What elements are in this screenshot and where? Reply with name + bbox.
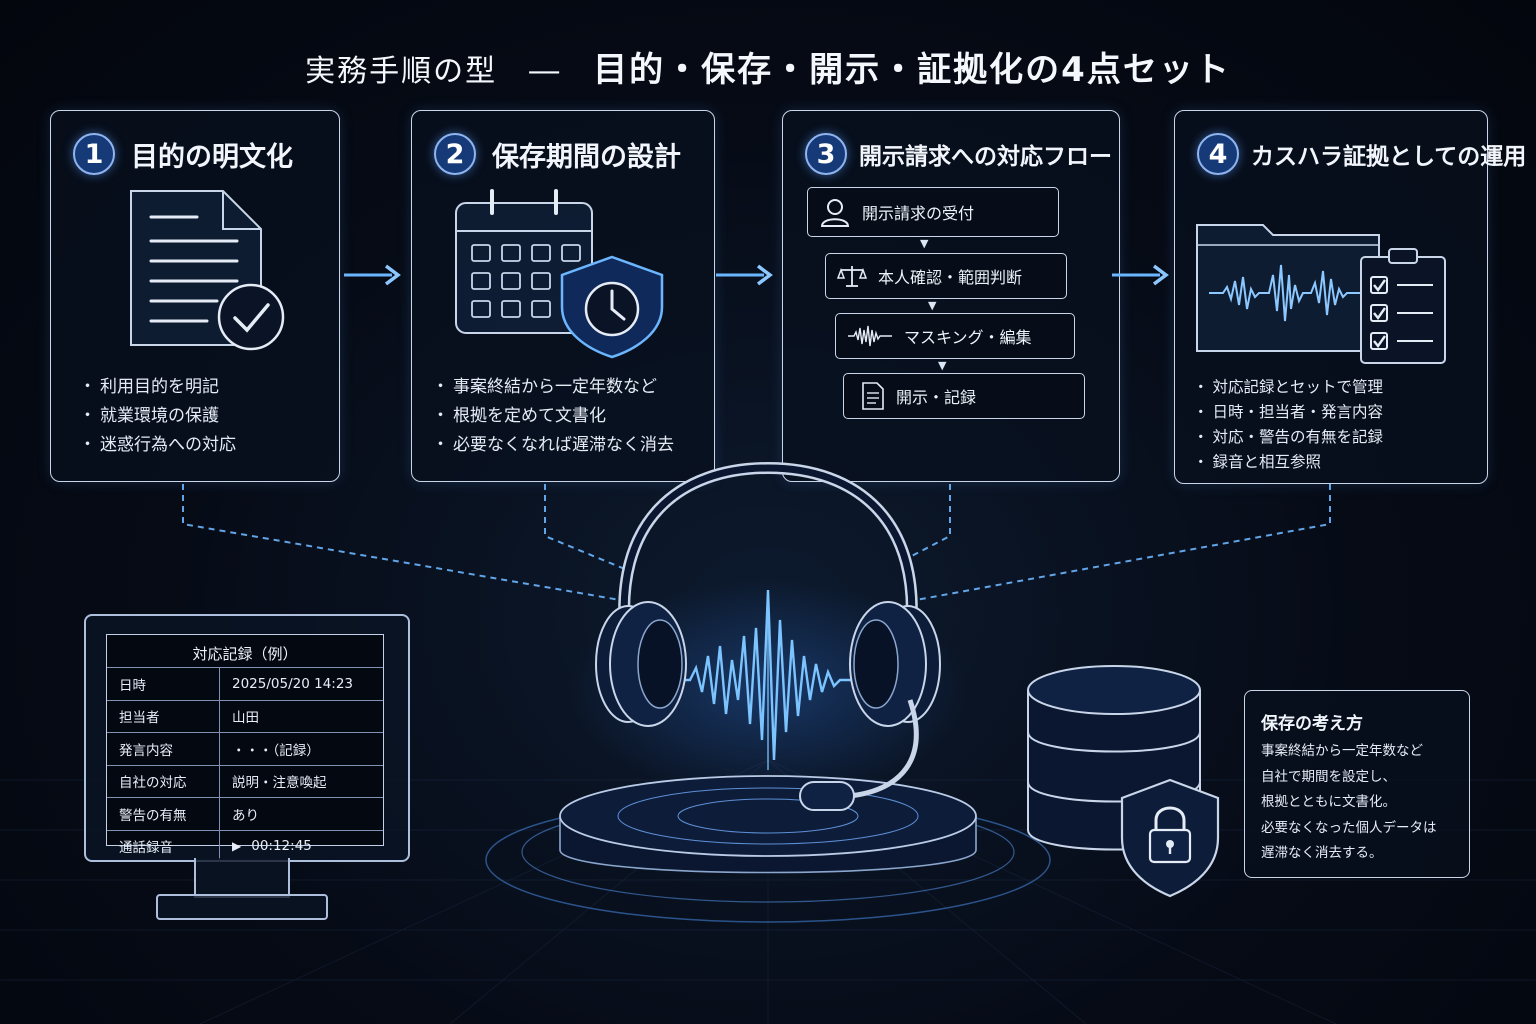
- card-purpose: 1 目的の明文化 利用目的を明記 就業環境の保護 迷惑行為への対応: [50, 110, 340, 482]
- note-line: 根拠とともに文書化。: [1261, 794, 1396, 810]
- row-value: 説明・注意喚起: [219, 764, 383, 798]
- bullet-list: 対応記録とセットで管理 日時・担当者・発言内容 対応・警告の有無を記録 録音と相…: [1193, 375, 1384, 475]
- note-line: 遅滞なく消去する。: [1261, 845, 1383, 861]
- list-item: 根拠を定めて文書化: [432, 402, 674, 431]
- flow-step: 本人確認・範囲判断: [825, 253, 1067, 299]
- card-header: 2 保存期間の設計: [434, 133, 681, 175]
- row-key: 発言内容: [107, 732, 220, 765]
- arrow-right-icon: [1112, 264, 1169, 286]
- card-header: 3 開示請求への対応フロー: [805, 133, 1112, 175]
- flow-step-label: マスキング・編集: [904, 328, 1032, 347]
- step-number-badge: 3: [805, 133, 847, 175]
- arrow-down-icon: ▼: [920, 237, 929, 250]
- flow-step-label: 本人確認・範囲判断: [878, 268, 1023, 287]
- list-item: 事案終結から一定年数など: [432, 373, 674, 402]
- monitor-stand: [194, 858, 290, 898]
- note-title: 保存の考え方: [1261, 714, 1363, 734]
- lock-shield-icon: [1120, 778, 1220, 898]
- list-item: 対応・警告の有無を記録: [1193, 425, 1384, 450]
- card-evidence-use: 4 カスハラ証拠としての運用 対応記録とセットで管理 日時・担当者・発言内容 対…: [1174, 110, 1526, 484]
- note-line: 事案終結から一定年数など: [1261, 743, 1423, 759]
- arrow-down-icon: ▼: [938, 359, 947, 372]
- calendar-shield-clock-icon: [455, 189, 664, 359]
- bullet-list: 利用目的を明記 就業環境の保護 迷惑行為への対応: [79, 373, 236, 460]
- platform-base: [485, 775, 1051, 923]
- page-title: 実務手順の型 ― 目的・保存・開示・証拠化の4点セット: [0, 42, 1536, 91]
- row-key: 日時: [107, 667, 220, 700]
- list-item: 日時・担当者・発言内容: [1193, 400, 1384, 425]
- storage-note-card: 保存の考え方 事案終結から一定年数など 自社で期間を設定し、 根拠とともに文書化…: [1244, 690, 1470, 878]
- step-number-badge: 2: [434, 133, 476, 175]
- arrow-right-icon: [344, 264, 401, 286]
- folder-waveform-checklist-icon: [1196, 224, 1446, 364]
- row-key: 担当者: [107, 699, 220, 733]
- sound-wave: [660, 589, 880, 761]
- arrow-right-icon: [716, 264, 773, 286]
- table-row: 警告の有無あり: [107, 797, 383, 830]
- note-body: 事案終結から一定年数など 自社で期間を設定し、 根拠とともに文書化。 必要なくな…: [1261, 739, 1437, 867]
- title-main: 目的・保存・開示・証拠化の4点セット: [593, 50, 1231, 90]
- person-icon: [820, 199, 850, 227]
- dashed-connectors: [182, 484, 1331, 601]
- row-key: 通話録音: [107, 829, 220, 862]
- title-prefix: 実務手順の型 ―: [305, 54, 594, 89]
- flow-step: 開示請求の受付: [807, 187, 1059, 237]
- flow-step: 開示・記録: [843, 373, 1085, 419]
- ear-cup-left: [595, 601, 687, 727]
- card-title: カスハラ証拠としての運用: [1251, 144, 1527, 170]
- card-retention: 2 保存期間の設計 事案終結から一定年数など 根拠を定めて文書化 必要なくなれば…: [411, 110, 715, 482]
- card-title: 保存期間の設計: [492, 141, 681, 173]
- row-value: 山田: [219, 699, 383, 733]
- table-row: 通話録音 ▶ 00:12:45: [107, 829, 383, 862]
- note-line: 自社で期間を設定し、: [1261, 768, 1396, 785]
- table-row: 担当者山田: [107, 699, 383, 733]
- list-item: 就業環境の保護: [79, 402, 236, 431]
- card-title: 目的の明文化: [131, 141, 293, 173]
- card-title: 開示請求への対応フロー: [859, 144, 1112, 170]
- row-key: 自社の対応: [107, 764, 220, 798]
- arrow-down-icon: ▼: [928, 299, 937, 312]
- table-row: 自社の対応説明・注意喚起: [107, 764, 383, 798]
- table-row: 発言内容・・・（記録）: [107, 732, 383, 765]
- monitor-base: [156, 894, 328, 920]
- step-number-badge: 1: [73, 133, 115, 175]
- flow-step: マスキング・編集: [835, 313, 1075, 359]
- document-icon: [862, 382, 884, 410]
- ear-cup-right: [849, 601, 941, 727]
- row-value-cell: ▶ 00:12:45: [219, 829, 383, 862]
- row-value: 00:12:45: [251, 838, 312, 855]
- list-item: 利用目的を明記: [79, 373, 236, 402]
- list-item: 必要なくなれば遅滞なく消去: [432, 431, 674, 460]
- card-header: 4 カスハラ証拠としての運用: [1197, 133, 1526, 175]
- card-header: 1 目的の明文化: [73, 133, 293, 175]
- flow-step-label: 開示請求の受付: [862, 204, 975, 223]
- note-line: 必要なくなった個人データは: [1261, 819, 1437, 836]
- play-icon[interactable]: ▶: [232, 839, 242, 854]
- list-item: 対応記録とセットで管理: [1193, 375, 1384, 400]
- record-table-title: 対応記録（例）: [192, 645, 298, 663]
- row-value: あり: [219, 797, 383, 830]
- scales-icon: [836, 266, 868, 287]
- row-key: 警告の有無: [107, 797, 220, 830]
- card-disclosure-flow: 3 開示請求への対応フロー 開示請求の受付 ▼ 本人確認・範囲判断 ▼ マスキン…: [782, 110, 1120, 482]
- bullet-list: 事案終結から一定年数など 根拠を定めて文書化 必要なくなれば遅滞なく消去: [432, 373, 674, 460]
- row-value: ・・・（記録）: [219, 732, 383, 765]
- flow-step-label: 開示・記録: [896, 388, 977, 407]
- row-value: 2025/05/20 14:23: [219, 667, 383, 700]
- list-item: 録音と相互参照: [1193, 450, 1383, 475]
- waveform-icon: [848, 325, 892, 347]
- document-check-icon: [130, 190, 285, 351]
- list-item: 迷惑行為への対応: [79, 431, 236, 460]
- step-number-badge: 4: [1197, 133, 1239, 175]
